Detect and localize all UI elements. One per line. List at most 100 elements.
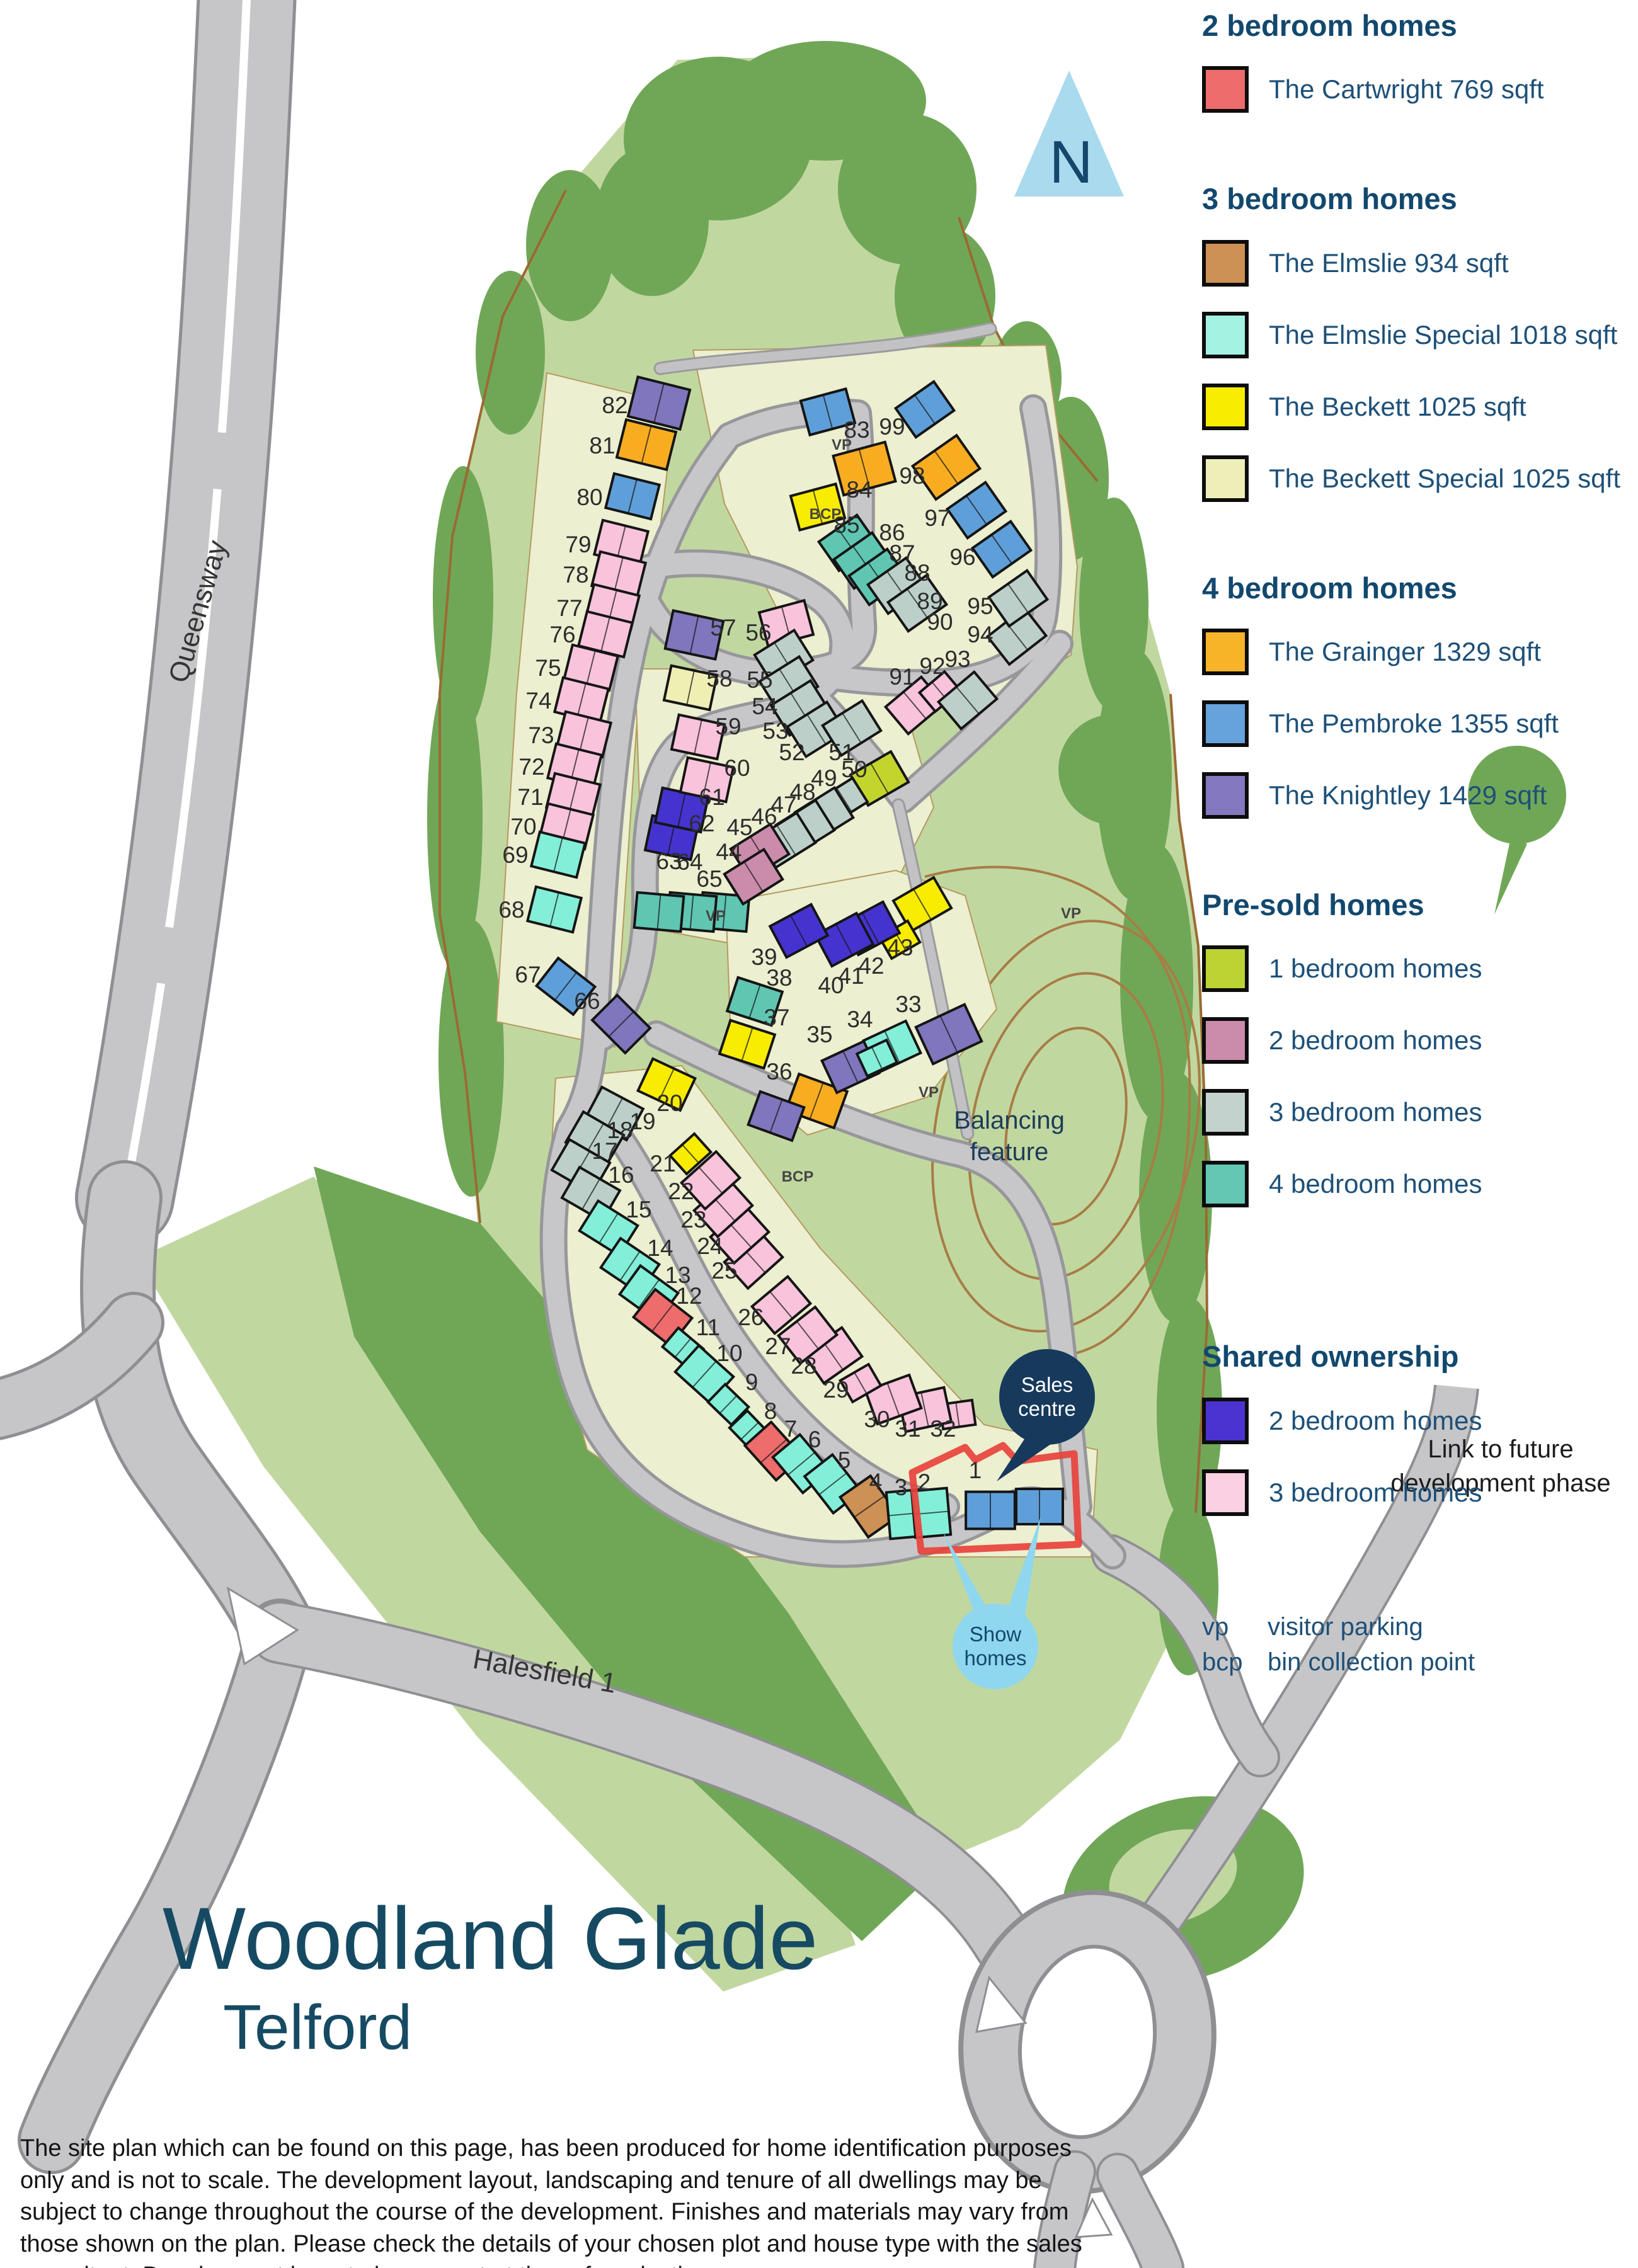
legend-item: 4 bedroom homes (1202, 1161, 1625, 1208)
plot-number: 2 (918, 1469, 931, 1495)
legend-swatch (1202, 945, 1249, 993)
plot-number: 81 (589, 433, 615, 459)
plot-number: 54 (752, 693, 777, 719)
site-boundary (438, 190, 567, 1224)
disclaimer-text: The site plan which can be found on this… (20, 2135, 1082, 2268)
houses-layer (525, 375, 1064, 1541)
legend-item-label: 4 bedroom homes (1269, 1169, 1482, 1199)
plot-number: 76 (549, 622, 575, 647)
house (886, 574, 949, 633)
queensway-median (120, 0, 251, 1199)
link-future-label: development phase (1390, 1469, 1610, 1497)
house (668, 1132, 713, 1176)
plot-number: 71 (517, 784, 543, 810)
plot-number: 65 (696, 866, 722, 892)
house (615, 418, 678, 472)
plot-number: 72 (518, 754, 544, 780)
house (936, 670, 999, 731)
plot-number: 4 (869, 1469, 883, 1495)
legend-item-label: The Beckett Special 1025 sqft (1269, 463, 1620, 493)
plot-number: 62 (689, 811, 714, 836)
house (789, 482, 847, 532)
house (891, 875, 953, 933)
plot-number: 52 (779, 739, 805, 765)
parking-label: BCP (810, 506, 842, 523)
house (945, 481, 1008, 540)
house (706, 1382, 751, 1427)
plot-number: 10 (716, 1340, 742, 1366)
plot-number: 17 (592, 1138, 617, 1164)
house (653, 786, 710, 834)
legend-item: The Elmslie 934 sqft (1202, 239, 1625, 287)
plot-number: 51 (828, 739, 854, 765)
plot-number: 63 (656, 848, 682, 874)
legend-item: 2 bedroom homes (1202, 1397, 1625, 1444)
legend-item-label: 1 bedroom homes (1269, 954, 1482, 984)
parking-label: BCP (782, 1168, 814, 1185)
legend-item-label: 3 bedroom homes (1269, 1097, 1482, 1127)
plot-number: 69 (502, 842, 528, 868)
plot-number: 85 (833, 512, 859, 538)
house (839, 1362, 883, 1404)
legend-swatch (1202, 629, 1249, 676)
house (663, 609, 725, 661)
legend-swatch (1202, 1469, 1249, 1516)
house (529, 830, 587, 879)
legend-item-label: The Pembroke 1355 sqft (1269, 709, 1559, 739)
legend-item-label: The Elmslie 934 sqft (1269, 248, 1509, 278)
legend-item-label: The Knightley 1429 sqft (1269, 780, 1547, 811)
plot-number: 6 (808, 1427, 822, 1452)
plot-number: 66 (574, 988, 600, 1014)
plot-number: 75 (535, 655, 561, 681)
legend-heading: Shared ownership (1202, 1340, 1459, 1374)
link-future-label: Link to future (1428, 1435, 1573, 1463)
plot-number: 89 (917, 588, 942, 614)
legend-swatch (1202, 1161, 1249, 1208)
plot-number: 25 (711, 1258, 737, 1284)
house (801, 1326, 864, 1385)
plot-number: 12 (676, 1283, 702, 1309)
legend-swatch (1202, 66, 1249, 113)
plot-number: 49 (811, 765, 837, 791)
balancing-feature-label: Balancing (954, 1107, 1065, 1134)
plot-number: 86 (879, 520, 905, 545)
legend-item-label: The Elmslie Special 1018 sqft (1269, 319, 1618, 350)
house (965, 1490, 1016, 1530)
legend-swatch (1202, 239, 1249, 287)
plot-number: 99 (879, 414, 905, 440)
house (757, 598, 815, 649)
house (747, 1090, 806, 1143)
plot-number: 64 (677, 849, 702, 875)
plot-number: 13 (665, 1262, 690, 1288)
house (776, 1305, 839, 1365)
legend-item-label: 2 bedroom homes (1269, 1025, 1482, 1056)
plot-number: 70 (510, 814, 536, 840)
house (723, 847, 784, 906)
legend-item-label: 2 bedroom homes (1269, 1405, 1482, 1435)
legend-item-label: The Beckett 1025 sqft (1269, 391, 1526, 421)
house (838, 1474, 901, 1539)
plot-number: 39 (751, 944, 777, 970)
sales-centre-bubble: Sales centre (997, 1349, 1095, 1481)
plot-number: 5 (838, 1447, 851, 1473)
plot-number: 28 (791, 1353, 816, 1379)
plot-number: 23 (680, 1207, 706, 1233)
legend-swatch (1202, 700, 1249, 748)
svg-text:Show: Show (970, 1622, 1022, 1646)
plot-number: 8 (764, 1398, 777, 1424)
north-arrow-icon: N (1014, 71, 1124, 197)
plot-number: 94 (967, 622, 993, 647)
svg-text:N: N (1049, 128, 1092, 196)
legend-item: 3 bedroom homes (1202, 1089, 1625, 1136)
legend-item-label: The Grainger 1329 sqft (1269, 637, 1541, 667)
balancing-feature-label: feature (970, 1138, 1049, 1166)
legend-item: The Beckett 1025 sqft (1202, 383, 1625, 430)
footpath-top (655, 324, 995, 373)
house (679, 756, 735, 804)
house (987, 569, 1050, 628)
